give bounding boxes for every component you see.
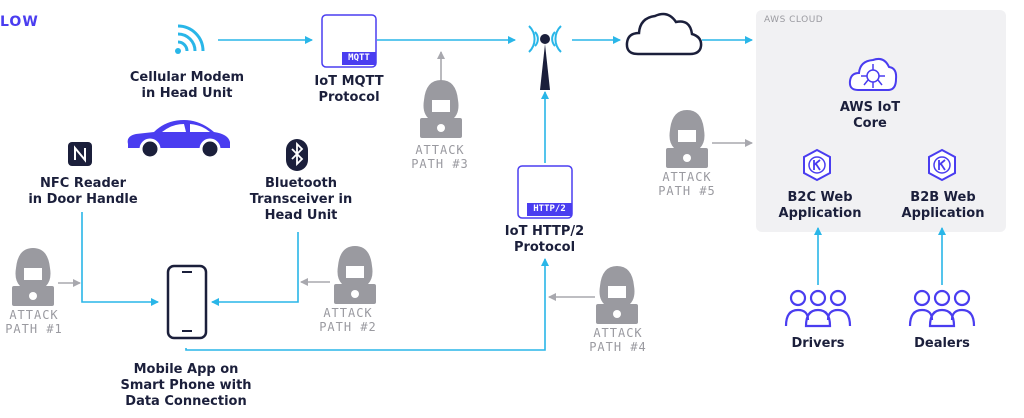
- hacker-icon-4: [596, 266, 638, 324]
- wire-bt-to-phone: [211, 232, 299, 306]
- http2-protocol-label: IoT HTTP/2 Protocol: [504, 224, 585, 255]
- smartphone-icon: [166, 264, 208, 340]
- hacker-icon-2: [334, 246, 376, 304]
- internet-cloud-icon: [625, 12, 703, 56]
- hacker-icon-1: [12, 248, 54, 306]
- attack-path-4-label: ATTACK PATH #4: [589, 326, 647, 354]
- attack-path-3-label: ATTACK PATH #3: [411, 143, 469, 171]
- drivers-label: Drivers: [791, 336, 845, 351]
- wire-nfc-to-phone: [81, 212, 159, 306]
- attack-path-5-label: ATTACK PATH #5: [658, 170, 716, 198]
- wire-phone-to-http2: [185, 258, 549, 351]
- attack-path-1-label: ATTACK PATH #1: [5, 308, 63, 336]
- cell-tower-icon: [528, 25, 562, 90]
- http2-badge: HTTP/2: [527, 203, 572, 216]
- mobile-app-label: Mobile App on Smart Phone with Data Conn…: [120, 362, 252, 409]
- b2b-kubernetes-icon: [928, 148, 956, 182]
- b2c-kubernetes-icon: [803, 148, 831, 182]
- nfc-icon: [68, 142, 92, 166]
- bluetooth-label: Bluetooth Transceiver in Head Unit: [249, 176, 353, 223]
- hacker-icon-5: [666, 110, 708, 168]
- drivers-group-icon: [784, 289, 852, 328]
- mqtt-badge: MQTT: [342, 52, 376, 65]
- wifi-signal-icon: [175, 24, 205, 54]
- car-icon: [127, 120, 230, 160]
- nfc-reader-label: NFC Reader in Door Handle: [28, 176, 138, 207]
- mqtt-protocol-label: IoT MQTT Protocol: [314, 74, 384, 105]
- dealers-label: Dealers: [914, 336, 970, 351]
- hacker-icon-3: [420, 80, 462, 138]
- aws-iot-core-label: AWS IoT Core: [839, 100, 901, 131]
- b2c-app-label: B2C Web Application: [778, 190, 862, 221]
- attack-path-2-label: ATTACK PATH #2: [319, 306, 377, 334]
- cellular-modem-label: Cellular Modem in Head Unit: [129, 70, 245, 101]
- aws-cloud-container: [756, 10, 1006, 232]
- flow-title: LOW: [0, 14, 39, 30]
- dealers-group-icon: [908, 289, 976, 328]
- bluetooth-icon: [286, 139, 308, 171]
- aws-cloud-title: AWS CLOUD: [764, 15, 824, 25]
- aws-iot-core-icon: [848, 57, 898, 91]
- b2b-app-label: B2B Web Application: [901, 190, 985, 221]
